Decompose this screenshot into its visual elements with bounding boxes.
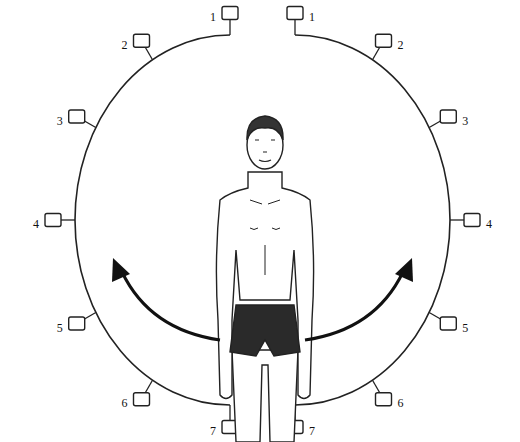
callout-number: 6 — [398, 397, 404, 409]
callout-number: 5 — [462, 322, 468, 334]
callout-number: 3 — [57, 115, 63, 127]
callout-number: 1 — [309, 11, 315, 23]
callout-number: 7 — [309, 425, 315, 437]
arrowheads — [112, 258, 413, 282]
callout-number: 4 — [486, 218, 492, 230]
left-arc — [75, 35, 230, 405]
callout-number: 6 — [122, 397, 128, 409]
person-figure — [216, 116, 313, 442]
callout-number: 7 — [210, 425, 216, 437]
callout-number: 1 — [210, 11, 216, 23]
rotation-arrows — [122, 272, 403, 340]
right-arc — [295, 35, 450, 405]
callout-number: 4 — [33, 218, 39, 230]
callout-number: 3 — [462, 115, 468, 127]
callout-number: 2 — [122, 39, 128, 51]
callout-number: 2 — [398, 39, 404, 51]
callout-number: 5 — [57, 322, 63, 334]
